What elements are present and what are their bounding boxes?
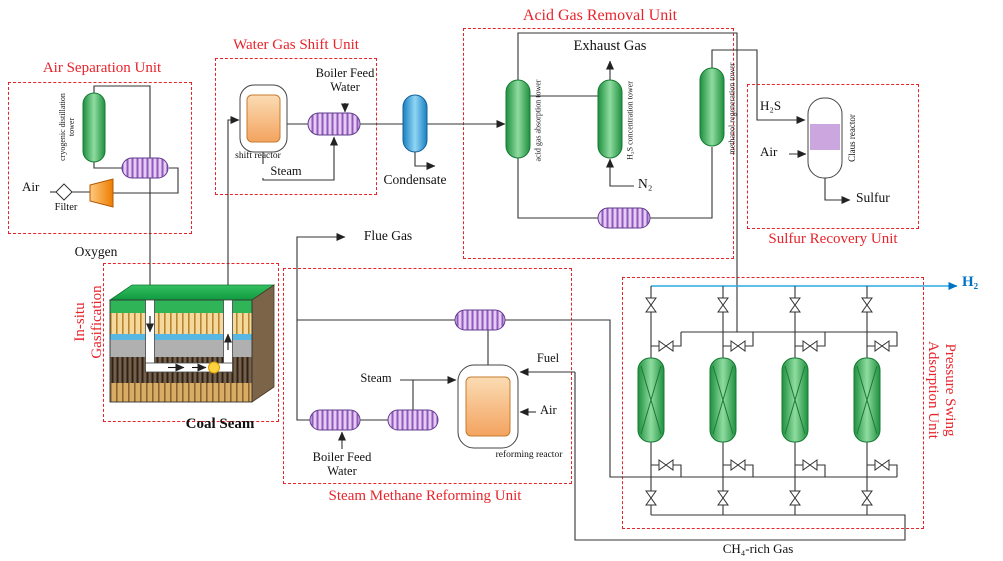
smr-unit-box	[283, 268, 572, 484]
psa-valve	[802, 459, 818, 471]
asu-title: Air Separation Unit	[42, 60, 162, 76]
h2-label: H₂	[962, 274, 979, 290]
psa-internals	[637, 286, 898, 515]
concentration-tower-label: H₂S concentration tower	[625, 81, 635, 160]
coal-seam-label: Coal Seam	[185, 416, 255, 432]
shift-reactor-bed	[246, 94, 281, 143]
air-filter	[55, 183, 73, 201]
agr-heat-exchanger	[597, 207, 651, 229]
smr-steam-label: Steam	[352, 371, 400, 385]
wgs-bfw-label: Boiler Feed Water	[315, 66, 375, 94]
syngas-pipe	[227, 116, 240, 299]
smr-title: Steam Methane Reforming Unit	[328, 488, 522, 504]
smr-heat-exchanger-top	[454, 309, 506, 331]
asu-heat-exchanger	[121, 157, 169, 179]
sulfur-label: Sulfur	[856, 190, 890, 205]
oxygen-label: Oxygen	[74, 244, 118, 259]
agr-unit-box	[463, 28, 734, 259]
smr-air-label: Air	[540, 403, 557, 417]
ch4-recycle-pipe	[574, 372, 906, 541]
absorption-tower-label: acid gas absorption tower	[533, 79, 543, 162]
cryogenic-distillation-tower	[82, 92, 106, 163]
acid-gas-absorption-tower	[505, 79, 531, 159]
psa-valve	[861, 297, 873, 313]
psa-valve	[874, 459, 890, 471]
coal-seam-block	[108, 284, 276, 403]
sru-air-label: Air	[760, 144, 778, 159]
pipes	[50, 32, 906, 541]
sulfur-pipe	[824, 178, 851, 204]
psa-valve	[645, 490, 657, 506]
condensate-pipe	[414, 152, 436, 170]
ch4-rich-gas-label: CH₄-rich Gas	[700, 541, 816, 557]
shift-reactor-label: shift reactor	[235, 151, 281, 161]
psa-valve	[730, 340, 746, 352]
claus-reactor-bed	[810, 124, 840, 150]
wgs-unit-box	[215, 58, 377, 195]
smr-heat-exchanger-left	[309, 409, 361, 431]
flue-gas-pipe	[296, 233, 455, 321]
reforming-reactor-bed	[465, 376, 511, 437]
isg-title: In-situ Gasification	[72, 285, 105, 359]
agr-title: Acid Gas Removal Unit	[522, 7, 678, 24]
wgs-title: Water Gas Shift Unit	[233, 37, 359, 53]
methanol-regeneration-tower	[699, 67, 725, 147]
asu-unit-box	[8, 82, 192, 234]
psa-title: Pressure Swing Adsorption Unit	[925, 341, 958, 439]
gasification-channel	[145, 362, 233, 373]
wgs-heat-exchanger	[307, 112, 361, 136]
injection-well	[145, 299, 155, 373]
block-side-face	[251, 284, 275, 403]
exhaust-gas-label: Exhaust Gas	[573, 38, 647, 54]
sru-title: Sulfur Recovery Unit	[768, 231, 898, 247]
h2s-concentration-tower	[597, 79, 623, 159]
psa-valve	[730, 459, 746, 471]
psa-valve	[789, 297, 801, 313]
psa-valve	[789, 490, 801, 506]
clean-gas-pipe	[517, 32, 738, 332]
condensate-separator	[402, 94, 428, 153]
h2s-label: H₂S	[760, 98, 782, 113]
psa-valve	[645, 297, 657, 313]
smr-heat-exchanger-mid	[387, 409, 439, 431]
reforming-reactor-label: reforming reactor	[495, 450, 563, 460]
sru-unit-box	[747, 84, 919, 229]
psa-valve	[874, 340, 890, 352]
gasification-fire	[208, 361, 220, 374]
asu-air-label: Air	[22, 179, 40, 194]
psa-valve	[802, 340, 818, 352]
bedrock-layer	[110, 383, 252, 402]
smr-bfw-label: Boiler Feed Water	[312, 450, 372, 478]
psa-unit-box	[622, 277, 924, 529]
psa-valve	[861, 490, 873, 506]
psa-valve	[717, 297, 729, 313]
isg-unit-box	[103, 263, 279, 422]
n2-label: N₂	[638, 176, 653, 191]
surface-top-face	[108, 284, 276, 301]
h2s-pipe	[711, 49, 806, 124]
fuel-label: Fuel	[536, 351, 560, 365]
aquifer-layer	[110, 334, 252, 340]
air-compressor	[89, 178, 114, 208]
cryogenic-tower-label: cryogenic distillation tower	[58, 93, 76, 161]
filter-label: Filter	[54, 202, 78, 213]
n2-pipe	[606, 158, 634, 187]
smr-product-pipe	[505, 319, 681, 478]
regeneration-tower-label: methanol regeneration tower	[727, 62, 737, 155]
psa-valve	[658, 459, 674, 471]
condensate-label: Condensate	[383, 172, 447, 187]
claus-reactor-label: Claus reactor	[847, 114, 857, 162]
psa-valve	[658, 340, 674, 352]
flue-gas-label: Flue Gas	[363, 228, 413, 243]
psa-valve	[717, 490, 729, 506]
wgs-steam-label: Steam	[262, 164, 310, 178]
